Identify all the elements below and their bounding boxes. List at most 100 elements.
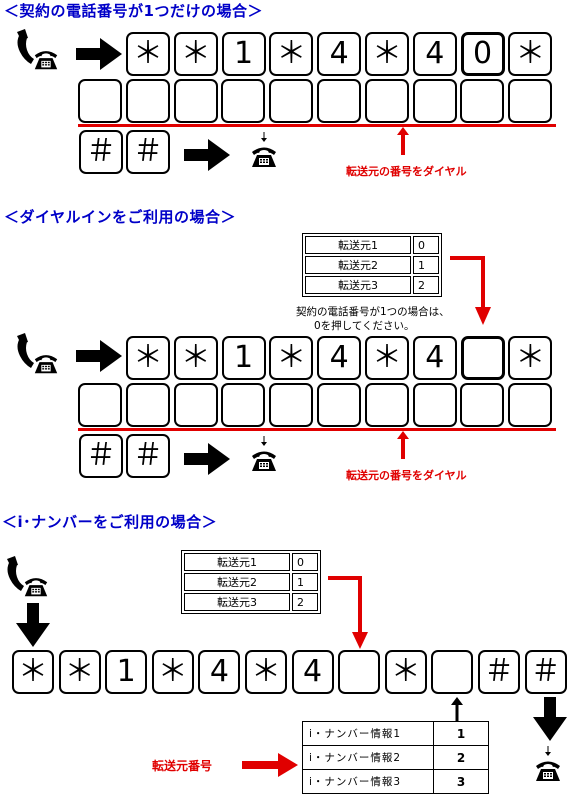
dial-key[interactable]: 1 [221,336,266,380]
up-arrow-icon [397,127,409,155]
dial-key[interactable]: ＊ [126,32,170,76]
source-label: 転送元2 [184,573,290,591]
blank-key[interactable] [173,383,218,427]
hash-key[interactable]: ＃ [79,434,123,478]
info-label: i・ナンバー情報1 [302,721,434,746]
right-arrow-icon [76,38,122,70]
hash-key[interactable]: ＃ [126,130,170,174]
dial-key[interactable]: 4 [198,650,241,694]
desk-phone-icon [252,436,276,471]
source-label: 転送元3 [184,593,290,611]
blank-key[interactable] [78,79,122,123]
dial-key[interactable]: ＊ [269,336,314,380]
source-value: 2 [413,276,439,294]
hash-key[interactable]: ＃ [79,130,123,174]
red-elbow-arrow-icon [450,256,491,325]
up-arrow-icon [451,697,463,721]
dial-key[interactable]: ＊ [151,650,194,694]
blank-key[interactable] [173,79,218,123]
blank-key[interactable] [125,383,170,427]
blank-key[interactable] [460,79,505,123]
blank-key[interactable] [125,79,170,123]
right-arrow-icon [76,340,122,372]
dial-key[interactable]: ＊ [384,650,427,694]
info-label: i・ナンバー情報3 [302,769,434,794]
dial-key[interactable]: ＊ [245,650,287,694]
right-arrow-icon [184,443,230,475]
section1-red-line [78,124,556,127]
dial-key[interactable]: ＊ [269,32,314,76]
red-right-arrow-icon [242,753,298,777]
dial-key[interactable]: ＃ [524,650,567,694]
source-value: 0 [292,553,318,571]
source-label: 転送元3 [305,276,411,294]
red-elbow-arrow-icon [328,576,368,649]
blank-key[interactable] [269,79,314,123]
blank-key[interactable] [460,383,505,427]
dial-key[interactable]: ＊ [365,336,409,380]
blank-key[interactable] [412,79,457,123]
handset-icon [17,333,58,374]
source-value: 0 [413,236,439,254]
source-value: 1 [292,573,318,591]
dial-key[interactable]: ＃ [478,650,520,694]
blank-key[interactable] [460,336,505,380]
blank-key[interactable] [221,383,266,427]
blank-key[interactable] [364,79,409,123]
blank-key[interactable] [364,383,409,427]
dial-key[interactable]: ＊ [508,336,553,380]
blank-key[interactable] [338,650,381,694]
hash-key[interactable]: ＃ [126,434,170,478]
dial-key[interactable]: 1 [105,650,148,694]
dial-key[interactable]: 0 [460,32,505,76]
section2-note-line2: 0を押してください。 [314,320,415,332]
dial-key[interactable]: 1 [221,32,266,76]
blank-key[interactable] [508,79,553,123]
dial-key[interactable]: 4 [412,336,457,380]
info-value: 2 [433,745,489,770]
right-arrow-icon [184,139,230,171]
desk-phone-icon [536,746,560,781]
handset-icon [17,29,58,70]
source-value: 2 [292,593,318,611]
dial-key[interactable]: ＊ [58,650,101,694]
source-label: 転送元1 [184,553,290,571]
section2-red-line [78,428,556,431]
source-value: 1 [413,256,439,274]
blank-key[interactable] [508,383,553,427]
dial-key[interactable]: 4 [291,650,334,694]
source-label: 転送元1 [305,236,411,254]
section2-heading: ＜ダイヤルインをご利用の場合＞ [4,208,237,226]
dial-key[interactable]: ＊ [173,32,218,76]
dial-key[interactable]: ＊ [12,650,54,694]
info-value: 1 [433,721,489,746]
blank-key[interactable] [221,79,266,123]
blank-key[interactable] [431,650,474,694]
dial-key[interactable]: ＊ [173,336,218,380]
dial-key[interactable]: ＊ [508,32,553,76]
blank-key[interactable] [269,383,314,427]
dial-key[interactable]: ＊ [365,32,409,76]
dial-key[interactable]: 4 [317,336,362,380]
blank-key[interactable] [412,383,457,427]
dial-key[interactable]: 4 [317,32,362,76]
info-value: 3 [433,769,489,794]
dial-key[interactable]: ＊ [126,336,170,380]
blank-key[interactable] [317,79,361,123]
section1-dial-label: 転送元の番号をダイヤル [346,165,467,178]
section2-dial-label: 転送元の番号をダイヤル [346,469,467,482]
dial-key[interactable]: 4 [412,32,457,76]
blank-key[interactable] [78,383,122,427]
blank-key[interactable] [317,383,361,427]
down-arrow-icon [16,603,50,647]
